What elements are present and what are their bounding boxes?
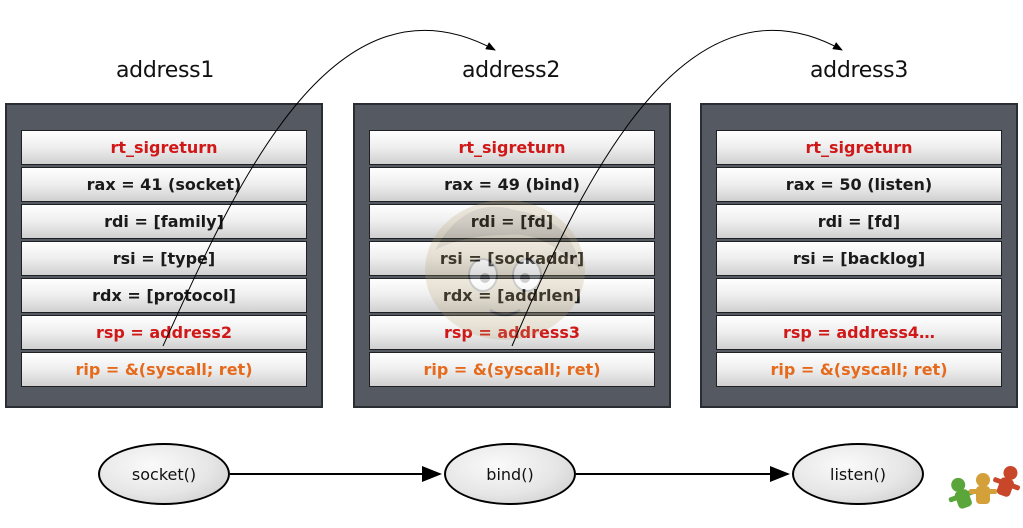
frame1-row-rip: rip = &(syscall; ret) <box>21 352 307 387</box>
column-title-address3: address3 <box>809 58 909 83</box>
frame3-row-rip: rip = &(syscall; ret) <box>716 352 1002 387</box>
watermark-mascot-icon <box>425 200 585 340</box>
frame3-row-rdi: rdi = [fd] <box>716 204 1002 239</box>
frame1-row-rsi: rsi = [type] <box>21 241 307 276</box>
stack-frame-address1: rt_sigreturn rax = 41 (socket) rdi = [fa… <box>5 103 323 408</box>
node-bind: bind() <box>444 443 576 505</box>
frame3-row-rsi: rsi = [backlog] <box>716 241 1002 276</box>
frame1-row-rax: rax = 41 (socket) <box>21 167 307 202</box>
column-title-address2: address2 <box>461 58 561 83</box>
node-socket: socket() <box>98 443 230 505</box>
frame3-row-rsp: rsp = address4… <box>716 315 1002 350</box>
frame1-row-rt-sigreturn: rt_sigreturn <box>21 130 307 165</box>
stack-frame-address3: rt_sigreturn rax = 50 (listen) rdi = [fd… <box>700 103 1018 408</box>
frame2-row-rip: rip = &(syscall; ret) <box>369 352 655 387</box>
gingerbread-figures-icon <box>948 465 1020 509</box>
frame3-row-empty <box>716 278 1002 313</box>
frame1-row-rdx: rdx = [protocol] <box>21 278 307 313</box>
frame1-row-rsp: rsp = address2 <box>21 315 307 350</box>
frame3-row-rt-sigreturn: rt_sigreturn <box>716 130 1002 165</box>
frame2-row-rt-sigreturn: rt_sigreturn <box>369 130 655 165</box>
frame1-row-rdi: rdi = [family] <box>21 204 307 239</box>
node-listen: listen() <box>792 443 924 505</box>
frame3-row-rax: rax = 50 (listen) <box>716 167 1002 202</box>
column-title-address1: address1 <box>115 58 215 83</box>
